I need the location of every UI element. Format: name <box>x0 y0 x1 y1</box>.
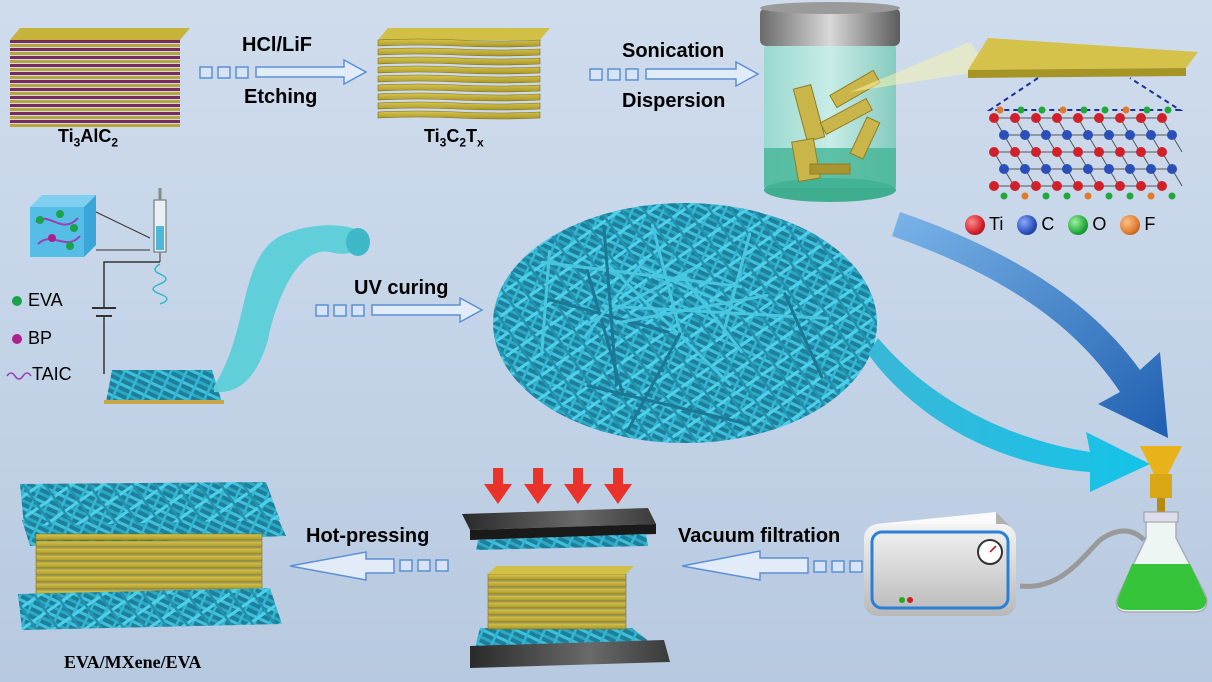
ti-ball-icon <box>965 214 985 235</box>
label-hot-pressing: Hot-pressing <box>306 525 430 547</box>
pressed-stack <box>470 566 670 668</box>
legend-atom-o: O <box>1068 214 1106 235</box>
label-hcl-lif: HCl/LiF <box>242 34 312 56</box>
crystal-structure <box>989 106 1183 200</box>
eva-dot-icon <box>12 295 22 306</box>
arrow-vacuum <box>681 550 863 581</box>
legend-atom-c: C <box>1017 214 1054 235</box>
legend-atom-ti: Ti <box>965 214 1003 235</box>
atom-legend: Ti C O F <box>965 214 1165 235</box>
sandwich-product <box>18 482 286 630</box>
label-ti3c2tx: Ti3C2Tx <box>424 126 484 150</box>
label-sonication: Sonication <box>622 40 725 62</box>
legend-bp: BP <box>12 328 52 349</box>
c-ball-icon <box>1017 214 1038 235</box>
legend-atom-f: F <box>1120 214 1155 235</box>
vacuum-pump <box>864 512 1016 616</box>
label-vacuum-filtration: Vacuum filtration <box>678 525 841 547</box>
nanofiber-mat <box>493 203 877 443</box>
arrow-uv-curing <box>315 296 484 324</box>
o-ball-icon <box>1068 214 1089 235</box>
vacuum-hose <box>1019 528 1146 589</box>
electrospinning-setup <box>30 188 224 404</box>
zoom-beam <box>850 42 990 92</box>
arrow-mxene-to-funnel <box>892 212 1168 438</box>
single-flake <box>968 38 1198 78</box>
filtration-flask <box>1115 446 1208 613</box>
press-arrows <box>484 468 632 504</box>
arrow-etching <box>199 58 368 86</box>
dispersion-jar <box>760 2 900 202</box>
label-product: EVA/MXene/EVA <box>64 652 202 672</box>
label-uv-curing: UV curing <box>354 277 449 299</box>
bp-dot-icon <box>12 333 22 344</box>
max-phase-block <box>10 28 190 127</box>
press-plate-top <box>462 508 656 550</box>
taic-wave-icon <box>6 371 32 380</box>
arrow-sonication <box>589 60 760 88</box>
label-dispersion: Dispersion <box>622 90 726 112</box>
legend-eva: EVA <box>12 290 63 311</box>
legend-taic: TAIC <box>6 364 72 385</box>
molecule-cube <box>30 195 96 257</box>
mxene-etched-block <box>377 28 550 120</box>
zoom-guide <box>986 77 1184 111</box>
f-ball-icon <box>1120 214 1141 235</box>
arrow-mat-to-funnel <box>868 338 1150 492</box>
arrow-hot-pressing <box>289 551 449 581</box>
fiber-tube <box>214 225 368 393</box>
label-ti3alc2: Ti3AlC2 <box>58 126 119 150</box>
label-etching: Etching <box>244 86 318 108</box>
